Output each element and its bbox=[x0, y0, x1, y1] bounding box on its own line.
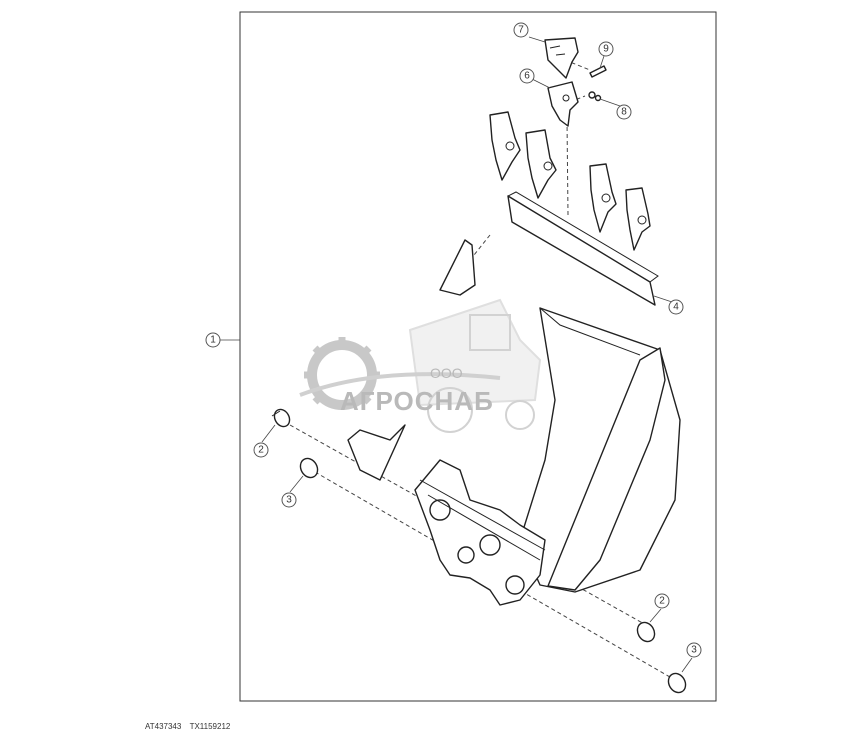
tooth-left-1 bbox=[489, 111, 521, 181]
callout-3-right: 3 bbox=[686, 642, 702, 658]
reference-code-b: TX1159212 bbox=[189, 722, 231, 731]
retainer-8 bbox=[588, 91, 602, 102]
watermark-company-form: ООО bbox=[430, 365, 463, 381]
callout-6: 6 bbox=[519, 68, 535, 84]
svg-text:6: 6 bbox=[524, 71, 530, 82]
tooth-left-2 bbox=[525, 129, 557, 199]
watermark-gear-icon bbox=[304, 337, 380, 410]
callout-2-left: 2 bbox=[253, 442, 269, 458]
watermark: ООО АГРОСНАБ bbox=[299, 298, 542, 433]
figure-reference-codes: AT437343 TX1159212 bbox=[145, 722, 230, 731]
svg-text:7: 7 bbox=[518, 25, 524, 36]
cutting-edge-4 bbox=[507, 191, 659, 306]
svg-text:8: 8 bbox=[621, 107, 627, 118]
callout-1: 1 bbox=[205, 332, 221, 348]
svg-text:3: 3 bbox=[286, 495, 292, 506]
bushing-2-left bbox=[271, 408, 291, 428]
svg-text:9: 9 bbox=[603, 44, 609, 55]
bucket-body bbox=[347, 239, 681, 606]
callout-4: 4 bbox=[668, 299, 684, 315]
callout-2-right: 2 bbox=[654, 593, 670, 609]
tooth-7 bbox=[544, 37, 579, 79]
pin-9 bbox=[589, 65, 607, 78]
bushing-2-right bbox=[636, 621, 656, 643]
tooth-right-1 bbox=[589, 163, 617, 233]
reference-code-a: AT437343 bbox=[145, 722, 182, 731]
svg-text:2: 2 bbox=[659, 596, 665, 607]
bushing-3-left bbox=[299, 457, 319, 479]
tooth-6-adapter bbox=[547, 81, 579, 127]
callout-9: 9 bbox=[598, 41, 614, 57]
bushing-3-right bbox=[667, 672, 687, 694]
callout-8: 8 bbox=[616, 104, 632, 120]
svg-text:1: 1 bbox=[210, 335, 216, 346]
callout-3-left: 3 bbox=[281, 492, 297, 508]
svg-text:3: 3 bbox=[691, 645, 697, 656]
watermark-harvester-icon bbox=[408, 298, 542, 433]
svg-text:4: 4 bbox=[673, 302, 679, 313]
watermark-company-name: АГРОСНАБ bbox=[340, 386, 494, 416]
callout-7: 7 bbox=[513, 22, 529, 38]
svg-text:2: 2 bbox=[258, 445, 264, 456]
diagram-frame bbox=[239, 11, 717, 702]
tooth-right-2 bbox=[625, 187, 651, 251]
